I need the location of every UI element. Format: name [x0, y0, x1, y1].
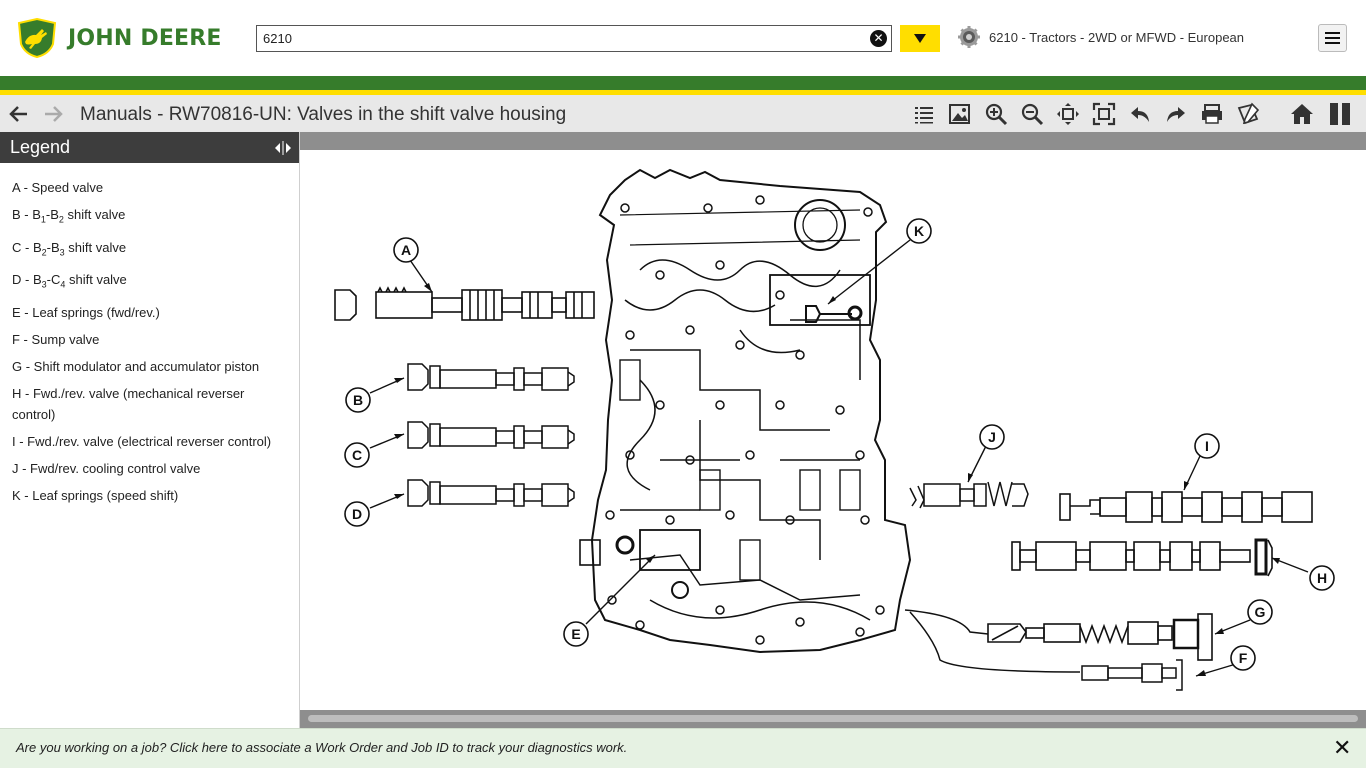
callout-leaders [369, 239, 1309, 677]
legend-item-j: J - Fwd/rev. cooling control valve [12, 460, 201, 476]
brand-name: JOHN DEERE [68, 25, 222, 51]
legend-item-i: I - Fwd./rev. valve (electrical reverser… [12, 433, 272, 449]
callout-f: F [1230, 645, 1256, 671]
legend-item-b: B - B1-B2 shift valve [12, 207, 126, 225]
valve-d-drawing [407, 479, 575, 507]
svg-text:J: J [988, 429, 996, 445]
legend-list: A - Speed valve B - B1-B2 shift valve C … [0, 163, 299, 506]
svg-text:C: C [352, 447, 362, 463]
undo-icon[interactable] [1128, 102, 1152, 126]
svg-text:E: E [571, 626, 580, 642]
gear-icon [958, 26, 980, 48]
brand-stripe-green [0, 76, 1366, 90]
legend-title: Legend [10, 137, 71, 157]
fullscreen-icon[interactable] [1092, 102, 1116, 126]
valve-g-drawing [904, 609, 1213, 661]
pause-icon[interactable] [1328, 102, 1352, 126]
machine-label: 6210 - Tractors - 2WD or MFWD - European [989, 29, 1245, 45]
callout-e: E [563, 621, 589, 647]
valve-housing-diagram[interactable]: A B C D E F G H I J K [300, 150, 1366, 710]
valve-a-drawing [334, 286, 595, 321]
legend-item-a: A - Speed valve [12, 180, 104, 195]
callout-g: G [1247, 599, 1273, 625]
callout-h: H [1309, 565, 1335, 591]
viewer-top-bar [300, 132, 1366, 150]
viewer-scrollbar-track [300, 710, 1366, 728]
image-viewer: A B C D E F G H I J K [300, 132, 1366, 728]
annotate-icon[interactable] [1236, 102, 1260, 126]
document-toolbar: Manuals - RW70816-UN: Valves in the shif… [0, 95, 1366, 132]
legend-item-d: D - B3-C4 shift valve [12, 272, 127, 290]
callout-c: C [344, 442, 370, 468]
zoom-in-icon[interactable] [984, 102, 1008, 126]
legend-item-k: K - Leaf springs (speed shift) [12, 487, 179, 503]
arrow-left-icon[interactable] [7, 103, 29, 125]
close-circle-icon[interactable]: ✕ [870, 30, 887, 47]
document-title: Manuals - RW70816-UN: Valves in the shif… [80, 104, 567, 125]
close-icon[interactable]: ✕ [1333, 736, 1352, 761]
arrow-right-icon[interactable] [43, 103, 65, 125]
work-order-message[interactable]: Are you working on a job? Click here to … [16, 740, 628, 755]
john-deere-logo[interactable]: JOHN DEERE [16, 18, 222, 58]
triangle-down-icon [914, 34, 926, 43]
legend-item-g: G - Shift modulator and accumulator pist… [12, 358, 260, 374]
work-order-banner[interactable]: Are you working on a job? Click here to … [0, 728, 1366, 768]
valve-f-drawing [909, 611, 1183, 691]
fit-icon[interactable] [1056, 102, 1080, 126]
svg-text:B: B [353, 392, 363, 408]
callout-d: D [344, 501, 370, 527]
home-icon[interactable] [1290, 102, 1314, 126]
valve-i-drawing [1059, 491, 1313, 523]
callout-b: B [345, 387, 371, 413]
svg-text:A: A [401, 242, 411, 258]
collapse-toggle-icon[interactable] [273, 140, 293, 156]
search-box: ✕ [256, 25, 892, 52]
svg-text:D: D [352, 506, 362, 522]
deer-logo-icon [17, 18, 57, 58]
legend-panel: Legend A - Speed valve B - B1-B2 shift v… [0, 132, 300, 728]
legend-item-e: E - Leaf springs (fwd/rev.) [12, 304, 160, 320]
horizontal-scrollbar[interactable] [308, 715, 1358, 722]
valve-b-drawing [407, 363, 575, 391]
callout-a: A [393, 237, 419, 263]
machine-selector[interactable]: 6210 - Tractors - 2WD or MFWD - European [958, 26, 1244, 48]
legend-item-c: C - B2-B3 shift valve [12, 239, 127, 258]
list-icon[interactable] [912, 102, 936, 126]
valve-c-drawing [407, 421, 575, 449]
legend-item-h: H - Fwd./rev. valve (mechanical reverser… [12, 385, 245, 422]
svg-text:K: K [914, 223, 924, 239]
image-icon[interactable] [948, 102, 972, 126]
app-header: JOHN DEERE ✕ 6210 - Tractors - 2WD or M [0, 0, 1366, 76]
callout-i: I [1194, 433, 1220, 459]
brand-stripe-yellow [0, 90, 1366, 95]
hamburger-icon[interactable] [1318, 24, 1347, 52]
svg-text:F: F [1239, 650, 1248, 666]
svg-text:I: I [1205, 438, 1209, 454]
housing-outline [590, 168, 912, 654]
legend-item-f: F - Sump valve [12, 331, 100, 347]
search-dropdown-button[interactable] [900, 25, 940, 52]
zoom-out-icon[interactable] [1020, 102, 1044, 126]
valve-h-drawing [1011, 538, 1273, 577]
search-input[interactable] [257, 26, 857, 51]
redo-icon[interactable] [1164, 102, 1188, 126]
callout-j: J [979, 424, 1005, 450]
svg-text:H: H [1317, 570, 1327, 586]
callout-k: K [906, 218, 932, 244]
print-icon[interactable] [1200, 102, 1224, 126]
legend-header: Legend [0, 132, 299, 163]
svg-text:G: G [1255, 604, 1266, 620]
valve-j-drawing [909, 481, 1029, 509]
